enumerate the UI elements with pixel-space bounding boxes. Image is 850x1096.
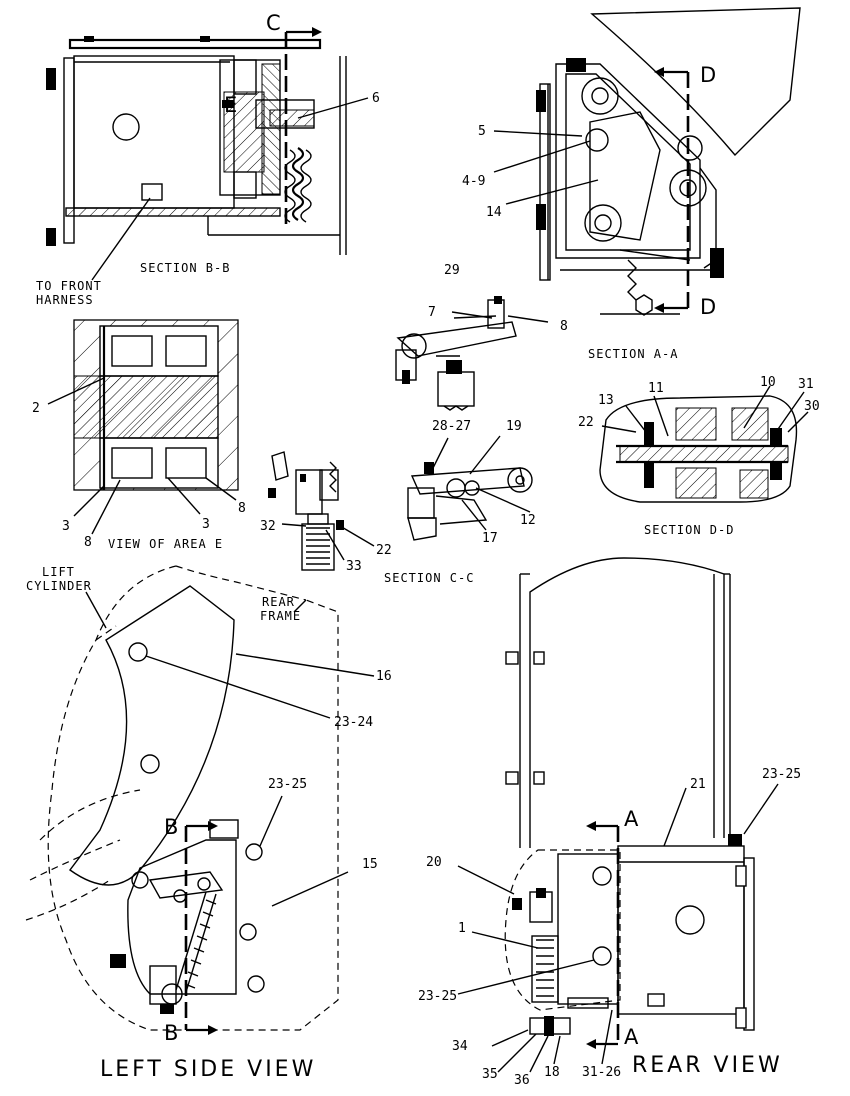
callout-2: 2 [32, 401, 40, 416]
callout-20: 20 [426, 855, 442, 870]
callout-8-right: 8 [238, 501, 246, 516]
callout-3-left: 3 [62, 519, 70, 534]
view-area-e: 2 3 8 3 8 VIEW OF AREA E [32, 319, 246, 551]
callout-28-27: 28-27 [432, 419, 471, 434]
spring-assembly-detail: 32 33 22 [260, 451, 392, 574]
callout-1: 1 [458, 921, 466, 936]
callout-5: 5 [478, 124, 486, 139]
lift-cylinder-note-line2: CYLINDER [26, 579, 92, 593]
rear-view: A A 21 23-25 20 1 23-25 34 35 36 18 31-2… [418, 557, 801, 1088]
callout-4-9: 4-9 [462, 174, 485, 189]
cut-line-a-bottom-label: A [624, 1025, 639, 1049]
callout-35: 35 [482, 1067, 498, 1082]
callout-12: 12 [520, 513, 536, 528]
view-area-e-caption: VIEW OF AREA E [108, 537, 223, 551]
callout-30: 30 [804, 399, 820, 414]
rear-frame-note-line2: FRAME [260, 609, 301, 623]
callout-17: 17 [482, 531, 498, 546]
linkage-detail: 29 7 8 [395, 263, 568, 411]
callout-15: 15 [362, 857, 378, 872]
callout-23-25-rear-top: 23-25 [762, 767, 801, 782]
section-dd-view: 13 22 11 10 31 30 SECTION D-D [578, 375, 820, 537]
detail-e-label: E [224, 93, 237, 117]
cut-line-d-bottom-label: D [700, 295, 716, 319]
section-cc-caption: SECTION C-C [384, 571, 474, 585]
cut-line-a-top-label: A [624, 807, 639, 831]
rear-frame-note-line1: REAR [262, 595, 295, 609]
front-harness-note-line2: HARNESS [36, 293, 94, 307]
callout-32: 32 [260, 519, 276, 534]
callout-23-25-left: 23-25 [268, 777, 307, 792]
callout-22-dd: 22 [578, 415, 594, 430]
front-harness-note-line1: TO FRONT [36, 279, 102, 293]
callout-22-cc: 22 [376, 543, 392, 558]
callout-23-24: 23-24 [334, 715, 373, 730]
callout-31-26: 31-26 [582, 1065, 621, 1080]
callout-31: 31 [798, 377, 814, 392]
section-bb-view: C E SECTION B-B TO FRONT HARNESS 6 [36, 11, 380, 307]
lift-cylinder-note-line1: LIFT [42, 565, 75, 579]
cut-line-b-top-label: B [164, 815, 178, 839]
callout-18: 18 [544, 1065, 560, 1080]
callout-8-left: 8 [84, 535, 92, 550]
section-cc-view: 28-27 19 12 17 SECTION C-C [384, 419, 536, 585]
callout-11: 11 [648, 381, 664, 396]
section-dd-caption: SECTION D-D [644, 523, 734, 537]
section-aa-view: D D 5 4-9 14 SECTION A-A [462, 7, 801, 361]
callout-14: 14 [486, 205, 502, 220]
callout-33: 33 [346, 559, 362, 574]
callout-10: 10 [760, 375, 776, 390]
section-aa-caption: SECTION A-A [588, 347, 678, 361]
callout-21: 21 [690, 777, 706, 792]
callout-29: 29 [444, 263, 460, 278]
callout-34: 34 [452, 1039, 468, 1054]
callout-19: 19 [506, 419, 522, 434]
callout-23-25-rear-bottom: 23-25 [418, 989, 457, 1004]
section-bb-caption: SECTION B-B [140, 261, 230, 275]
callout-7: 7 [428, 305, 436, 320]
left-side-view: B B LIFT CYLINDER REAR FRAME 16 23-24 23… [25, 565, 392, 1082]
cut-line-d-top-label: D [700, 63, 716, 87]
left-side-view-caption: LEFT SIDE VIEW [100, 1057, 316, 1082]
callout-16: 16 [376, 669, 392, 684]
callout-13: 13 [598, 393, 614, 408]
rear-view-caption: REAR VIEW [632, 1053, 783, 1078]
callout-3-right: 3 [202, 517, 210, 532]
callout-8-linkage: 8 [560, 319, 568, 334]
cut-line-c-label: C [266, 11, 281, 35]
cut-line-b-bottom-label: B [164, 1021, 178, 1045]
callout-36: 36 [514, 1073, 530, 1088]
callout-6: 6 [372, 91, 380, 106]
